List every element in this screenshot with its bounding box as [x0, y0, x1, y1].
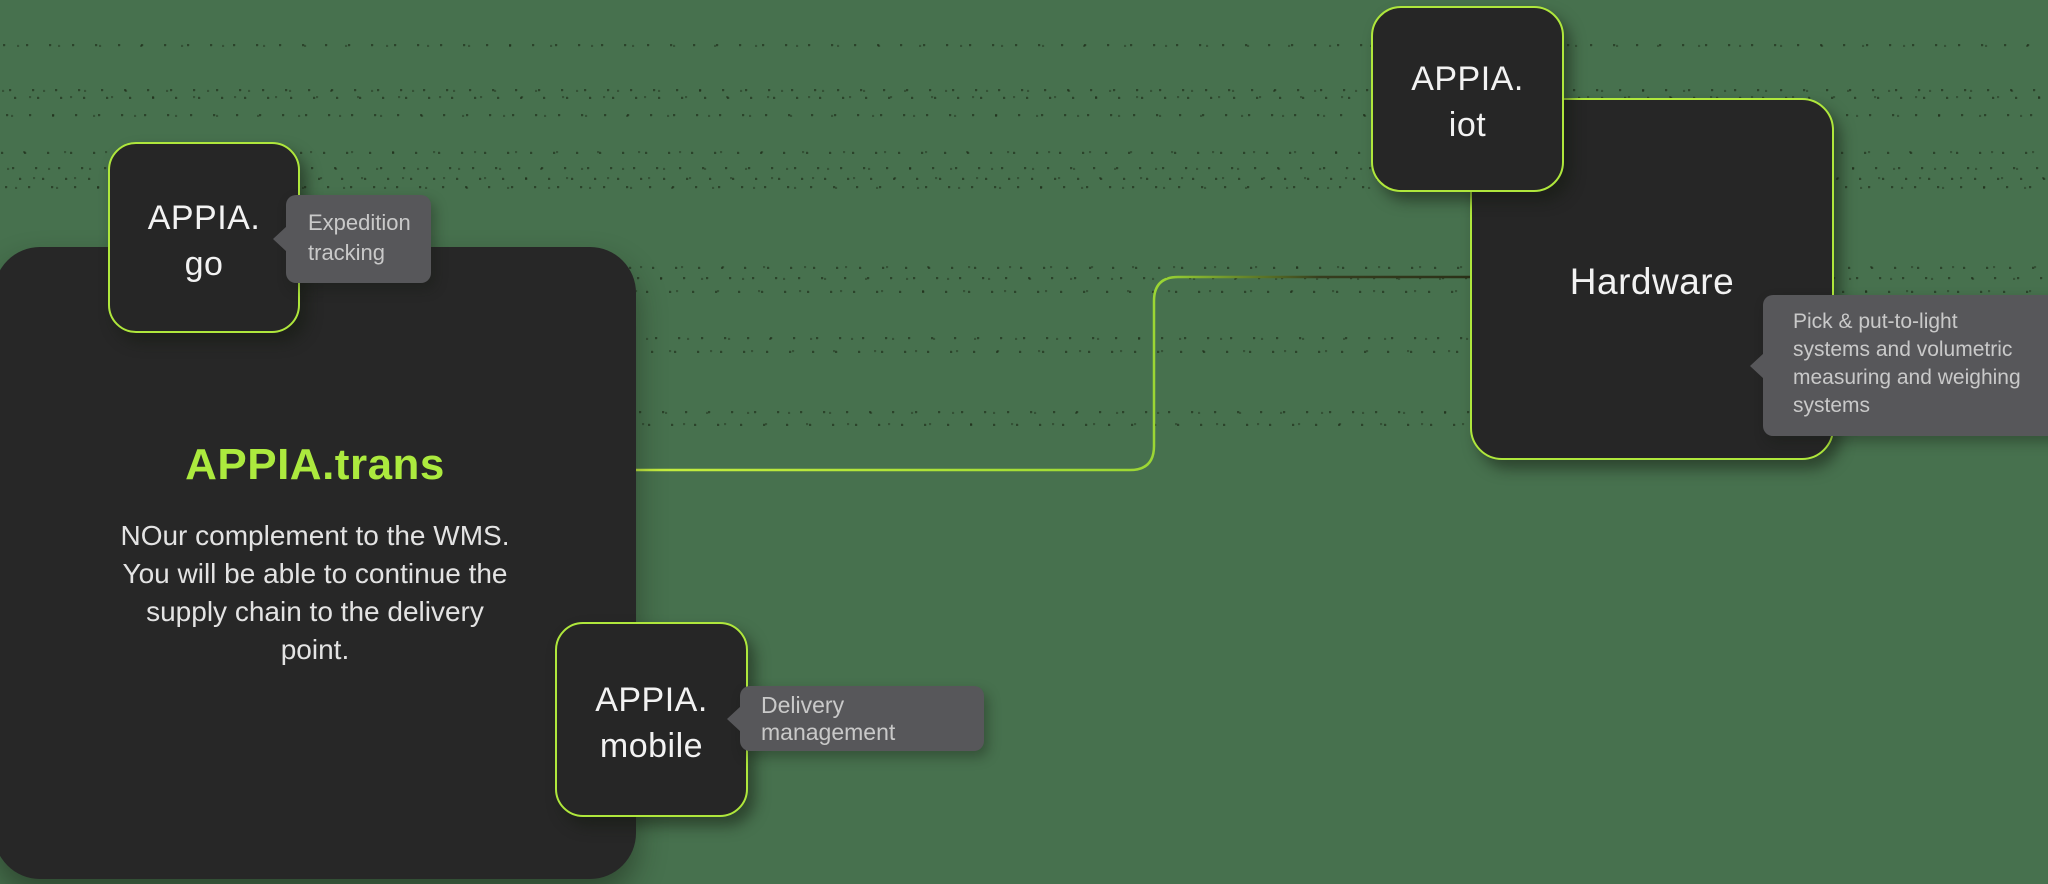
- appia-mobile-label-line: mobile: [599, 726, 704, 765]
- tooltip-line: Expedition: [308, 210, 411, 235]
- node-appia-iot[interactable]: APPIA. iot: [1371, 6, 1564, 192]
- tooltip-pick-put-to-light: Pick & put-to-light systems and volumetr…: [1750, 295, 2048, 436]
- description-line: You will be able to continue the: [122, 558, 508, 589]
- tooltip-line: tracking: [308, 240, 386, 265]
- description-line: NOur complement to the WMS.: [120, 520, 510, 551]
- background-dots-band: [0, 89, 2048, 92]
- appia-iot-label-line: APPIA.: [1411, 60, 1524, 98]
- node-appia-go[interactable]: APPIA. go: [108, 142, 300, 333]
- tooltip-delivery-management: Delivery management: [727, 686, 984, 751]
- appia-go-label-line: APPIA.: [147, 198, 261, 237]
- hardware-label: Hardware: [1569, 261, 1735, 302]
- background-dots-band: [0, 44, 2048, 47]
- tooltip-line: measuring and weighing: [1793, 366, 2021, 389]
- tooltip-line: systems and volumetric: [1793, 338, 2013, 361]
- appia-mobile-label-line: APPIA.: [595, 680, 708, 719]
- tooltip-arrow-icon: [273, 226, 287, 252]
- node-appia-trans[interactable]: APPIA.trans NOur complement to the WMS. …: [0, 247, 636, 879]
- description-line: supply chain to the delivery: [146, 596, 484, 627]
- tooltip-arrow-icon: [1750, 352, 1764, 379]
- appia-trans-description: NOur complement to the WMS. You will be …: [120, 517, 509, 669]
- tooltip-expedition-tracking: Expedition tracking: [273, 195, 431, 283]
- tooltip-line: Pick & put-to-light: [1793, 310, 1958, 333]
- tooltip-line: systems: [1793, 394, 1871, 417]
- node-appia-mobile[interactable]: APPIA. mobile: [555, 622, 748, 817]
- appia-trans-title: APPIA.trans: [185, 440, 445, 489]
- tooltip-line: Delivery management: [761, 691, 896, 745]
- tooltip-arrow-icon: [727, 705, 741, 732]
- description-line: point.: [280, 634, 350, 665]
- appia-iot-label-line: iot: [1448, 106, 1487, 144]
- appia-go-label-line: go: [184, 244, 224, 283]
